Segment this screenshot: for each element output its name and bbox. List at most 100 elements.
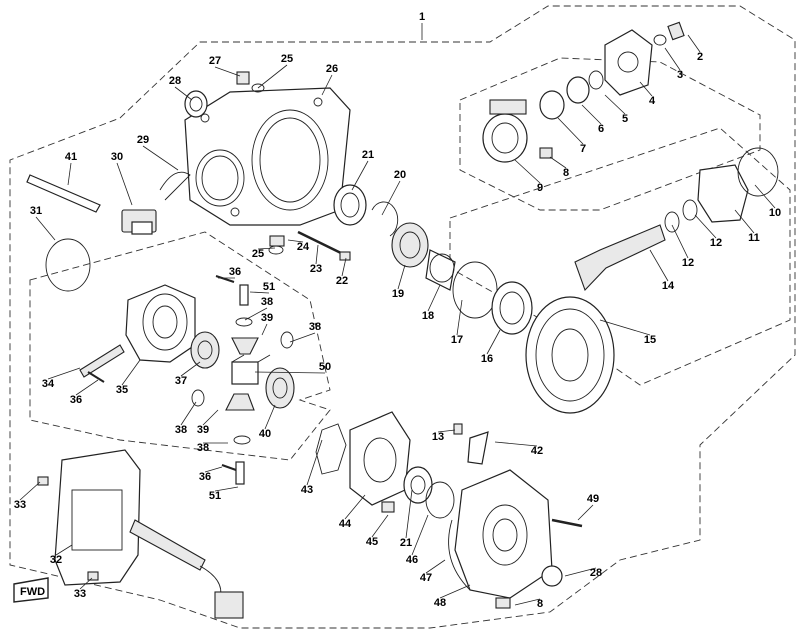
callout-number: 49 [587, 493, 599, 505]
side-gear-40 [265, 367, 295, 409]
leader-line [315, 244, 319, 265]
callout-number: 35 [116, 384, 128, 396]
leader-line [344, 494, 366, 520]
seal-28-lower [541, 565, 563, 587]
leader-line [341, 257, 347, 277]
callout-number: 51 [209, 490, 221, 502]
shim-a [664, 211, 680, 233]
callout-number: 4 [649, 95, 656, 107]
callout-number: 48 [434, 597, 446, 609]
callout-number: 27 [209, 55, 221, 67]
callout-number: 12 [682, 257, 694, 269]
callout-number: 7 [580, 143, 586, 155]
callout-number: 24 [297, 241, 310, 253]
callout-number: 3 [677, 69, 683, 81]
washer-3 [653, 34, 667, 46]
callout-number: 26 [326, 63, 338, 75]
leader-line [671, 224, 689, 259]
leader-line [257, 247, 276, 250]
callout-number: 51 [263, 281, 275, 293]
leader-line [142, 145, 179, 171]
leader-line [121, 359, 141, 386]
pinion-gear [574, 224, 666, 292]
shaft-51-top [239, 284, 249, 306]
input-shaft-group-boundary [459, 57, 761, 211]
coupler-gear [391, 222, 429, 268]
bolt-45 [381, 501, 395, 513]
ring-5 [588, 70, 604, 90]
speed-sensor [121, 209, 157, 235]
leader-line [664, 47, 681, 71]
bolt-8-lower [495, 597, 511, 609]
callout-number: 45 [366, 536, 378, 548]
callout-number: 43 [301, 484, 313, 496]
shim-b [682, 199, 698, 221]
leader-line [639, 81, 653, 97]
pinion-gear-39a [231, 337, 259, 355]
seal-6 [566, 76, 590, 104]
callout-number: 37 [175, 375, 187, 387]
spline-shaft-34 [79, 344, 125, 378]
side-gear-37 [190, 331, 220, 369]
fwd-text: FWD [20, 586, 45, 598]
callout-number: 36 [70, 394, 82, 406]
leader-line [427, 284, 441, 312]
input-housing [482, 99, 528, 163]
callout-number: 13 [432, 431, 444, 443]
leader-line [456, 299, 463, 336]
bolt-33-bottom [87, 571, 99, 581]
bolt-33-top [37, 476, 49, 486]
o-ring-left [45, 238, 91, 292]
callout-number: 39 [261, 312, 273, 324]
leader-line [486, 329, 501, 355]
leader-line [67, 162, 72, 186]
assembly-boundary [9, 5, 796, 629]
leader-line [381, 180, 401, 216]
callout-number: 38 [309, 321, 321, 333]
long-pin [26, 174, 101, 213]
leader-line [694, 214, 717, 239]
leader-lines [19, 23, 776, 606]
leader-line [564, 567, 597, 577]
leader-line [264, 404, 276, 430]
leader-line [411, 514, 429, 556]
bolt-2 [667, 21, 685, 41]
callout-number: 16 [481, 353, 493, 365]
leader-line [287, 239, 304, 243]
leader-line [204, 466, 223, 473]
leader-line [116, 162, 133, 206]
leader-line [47, 367, 81, 380]
thrust-washer-38c [191, 389, 205, 407]
wire-clip [159, 171, 191, 201]
leader-line [55, 544, 73, 556]
leader-line [604, 94, 626, 115]
callout-number: 30 [111, 151, 123, 163]
sleeve [425, 249, 456, 291]
callout-number: 8 [563, 167, 569, 179]
leader-line [257, 64, 288, 89]
bearing-16 [491, 281, 533, 335]
leader-line [75, 379, 99, 396]
bearing-upper [333, 184, 367, 226]
callout-number: 9 [537, 182, 543, 194]
leader-line [577, 504, 594, 521]
leader-line [687, 34, 701, 53]
leader-line [289, 332, 316, 343]
pin-36-top [215, 275, 235, 283]
leader-line [734, 209, 755, 234]
gasket-43 [315, 423, 347, 475]
bearing-7 [539, 90, 565, 120]
callout-number: 11 [748, 232, 760, 244]
seal-top [184, 90, 208, 118]
leader-line [244, 307, 268, 321]
leader-line [397, 264, 406, 290]
callout-number: 36 [199, 471, 211, 483]
thrust-washer-38a [235, 317, 253, 327]
drain-plug-top [236, 71, 265, 93]
callout-number: 21 [362, 149, 374, 161]
leader-line [494, 441, 538, 447]
callout-number: 46 [406, 554, 418, 566]
leader-line [599, 319, 651, 336]
pin-36-left [87, 371, 105, 383]
